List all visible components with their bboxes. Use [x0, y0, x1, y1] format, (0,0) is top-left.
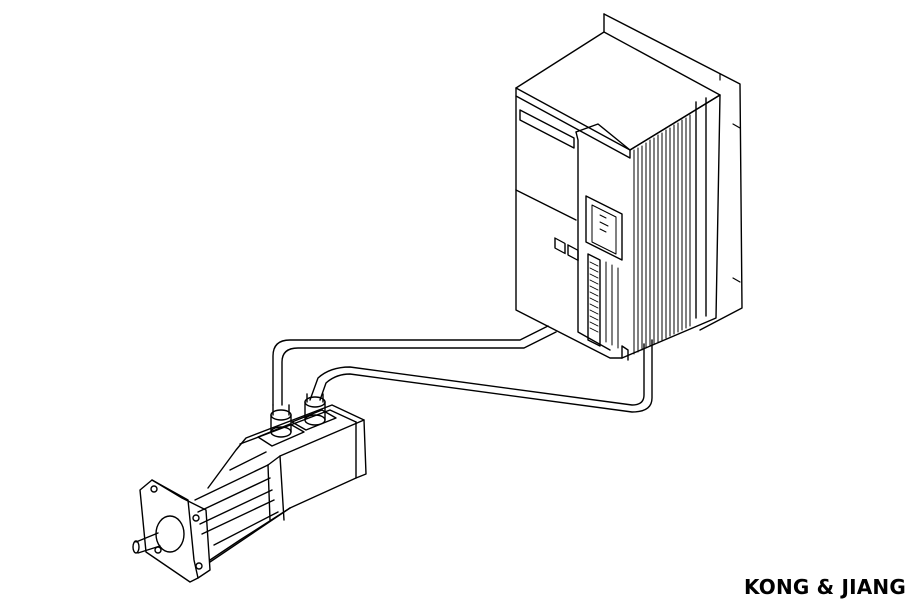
heat-sink-fins: [633, 114, 691, 355]
power-cable: [272, 325, 557, 406]
drive-connector-panel: [585, 195, 623, 261]
drive-front-face: [515, 95, 623, 359]
power-connector: [270, 404, 292, 438]
connector-base: [291, 409, 337, 431]
drive-side-face: [621, 94, 721, 359]
led-indicator: [554, 237, 566, 255]
connector-base: [257, 423, 305, 447]
motor-front-flange: [139, 479, 211, 583]
servo-motor: [132, 393, 367, 583]
led-indicator: [567, 244, 579, 262]
brand-label: KONG & JIANG: [743, 575, 906, 599]
terminal-strip: [587, 253, 601, 347]
encoder-cable: [309, 339, 653, 413]
motor-shaft: [135, 532, 161, 554]
servo-drive: [515, 13, 743, 361]
mounting-flange: [603, 13, 743, 331]
motor-end-cap: [289, 419, 367, 509]
drive-top-face: [515, 31, 721, 151]
encoder-connector: [304, 393, 326, 426]
